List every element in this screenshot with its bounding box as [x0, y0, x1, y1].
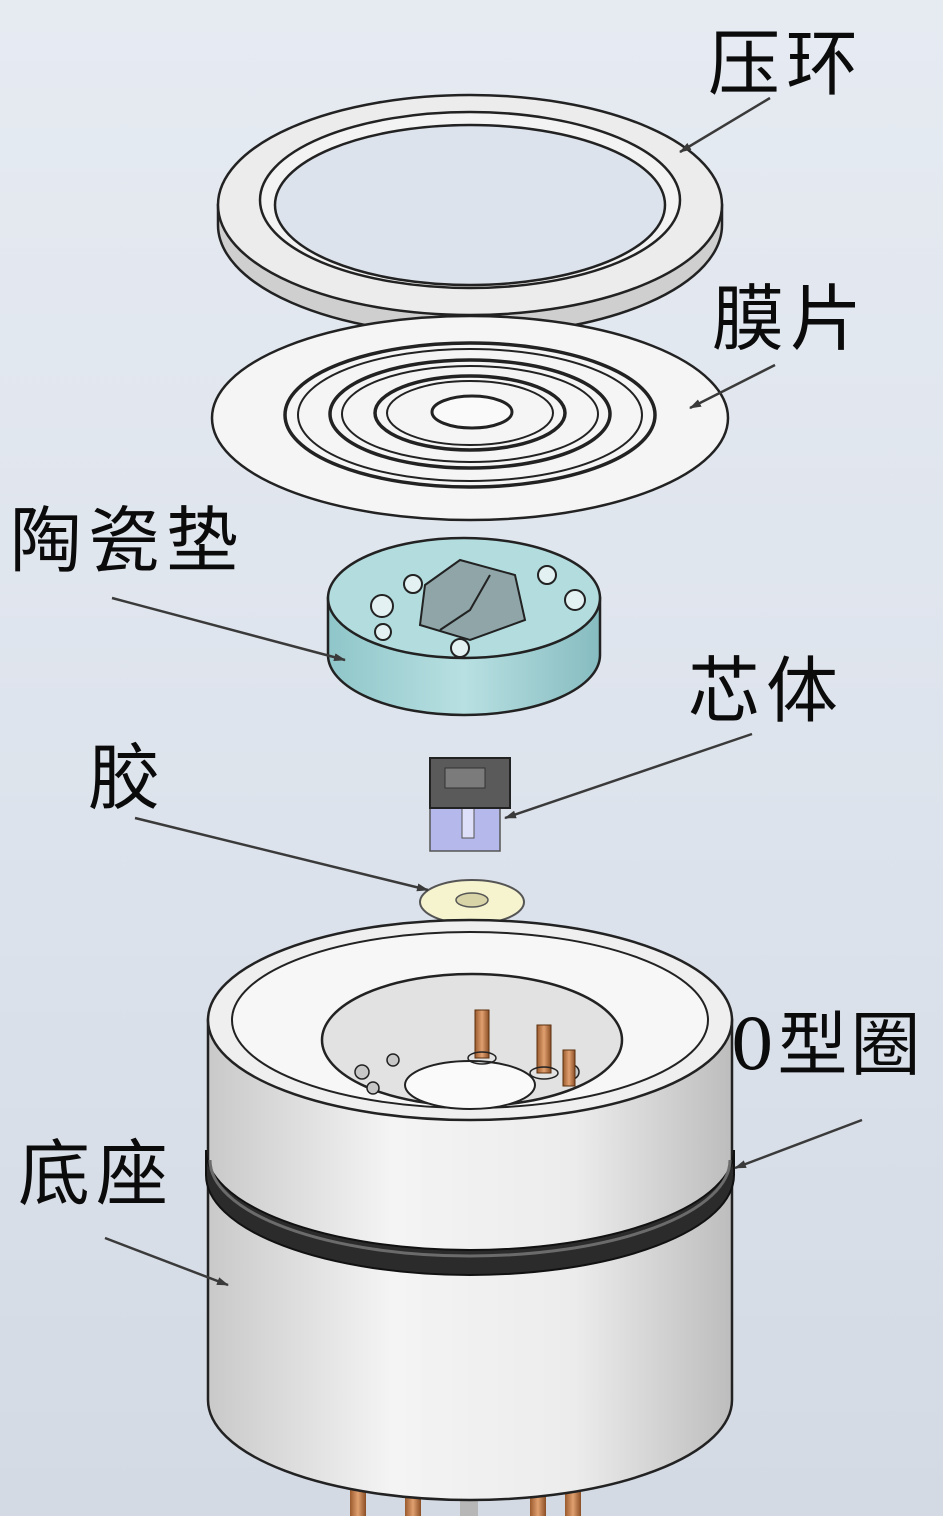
diaphragm [210, 314, 730, 522]
pressure-ring [216, 93, 724, 337]
label-o-ring: 0型圈 [730, 1004, 924, 1086]
leader-diaphragm [689, 363, 776, 410]
leader-pressure-ring [679, 96, 771, 154]
leader-glue [134, 816, 429, 892]
label-core: 芯体 [688, 649, 845, 733]
glue-disc [419, 879, 525, 925]
label-glue: 胶 [88, 736, 167, 820]
leader-core [504, 732, 753, 820]
label-ceramic-pad: 陶瓷垫 [10, 499, 245, 583]
leader-o-ring [734, 1118, 863, 1170]
base [205, 918, 735, 1516]
leader-base [104, 1236, 229, 1287]
ceramic-pad [326, 536, 602, 717]
leader-ceramic-pad [111, 596, 346, 662]
label-diaphragm: 膜片 [712, 277, 869, 361]
leader-lines [104, 96, 863, 1287]
core [429, 757, 511, 852]
label-pressure-ring: 压环 [708, 22, 865, 106]
label-base: 底座 [18, 1132, 175, 1216]
